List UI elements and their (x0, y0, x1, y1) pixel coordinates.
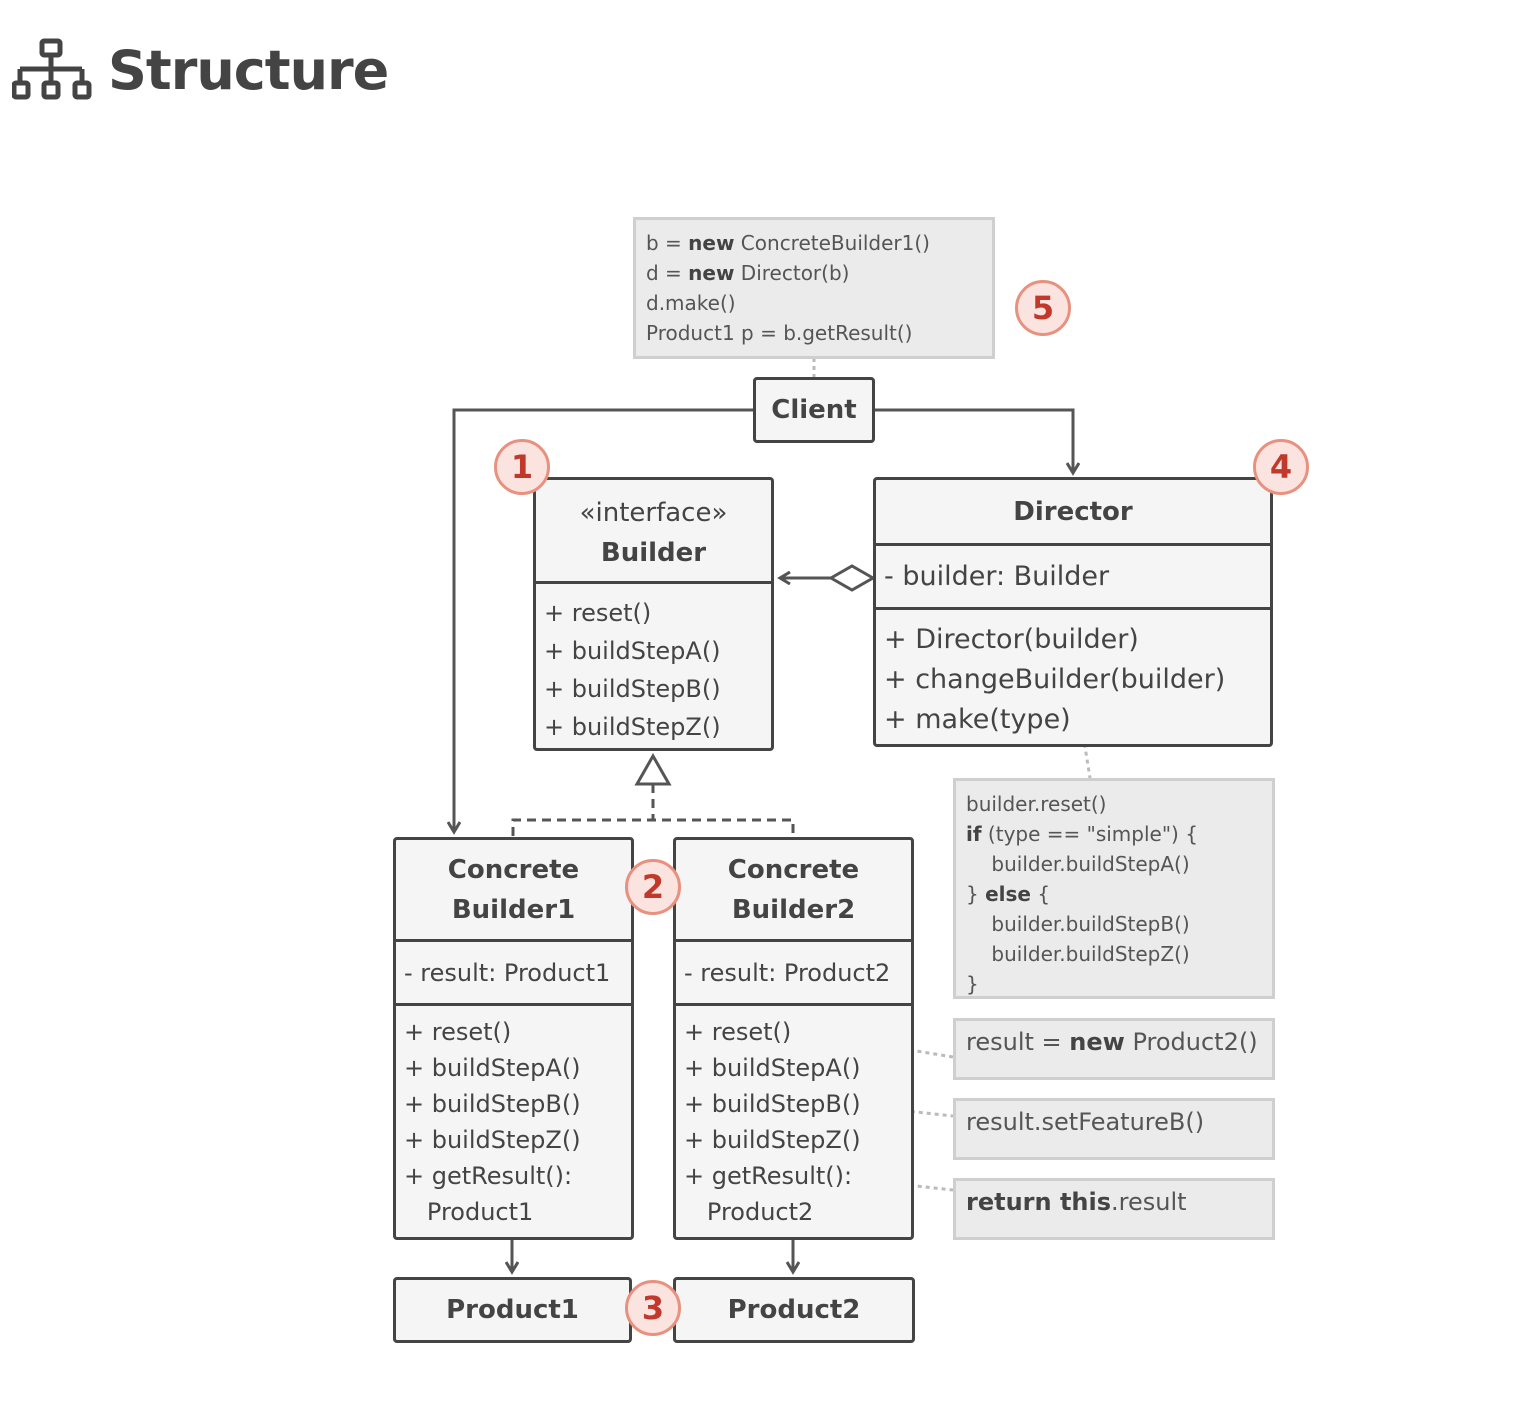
director-method: + make(type) (884, 704, 1071, 735)
builder-method: + buildStepB() (544, 675, 721, 703)
client-to-cb1-arrow (454, 408, 753, 832)
result-code-line: return this.result (966, 1188, 1187, 1216)
make-code-line: } else { (966, 882, 1051, 906)
make-code-line: builder.buildStepB() (966, 912, 1190, 936)
builder-method: + buildStepZ() (544, 713, 721, 741)
badge-2: 2 (625, 859, 681, 915)
cb1-method: + buildStepA() (404, 1054, 581, 1082)
realization-dashed (511, 818, 795, 836)
cb2-name-line2: Builder2 (731, 895, 856, 925)
cb1-method: + buildStepZ() (404, 1126, 581, 1154)
aggregation-diamond (827, 564, 877, 592)
client-code-line: d.make() (646, 291, 736, 315)
make-code-line: builder.reset() (966, 792, 1107, 816)
page-header: Structure (12, 30, 389, 110)
client-code-line: d = new Director(b) (646, 261, 850, 285)
badge-5: 5 (1015, 280, 1071, 336)
cb1-method: Product1 (404, 1198, 534, 1226)
director-name: Director (1013, 497, 1133, 527)
cb2-method: + buildStepB() (684, 1090, 861, 1118)
note-stepb-code: result.setFeatureB() (953, 1098, 1275, 1160)
cb2-method: Product2 (684, 1198, 814, 1226)
cb1-name-line1: Concrete (447, 855, 580, 885)
product1-box: Product1 (393, 1277, 632, 1343)
stepb-code-line: result.setFeatureB() (966, 1108, 1205, 1136)
structure-icon (12, 38, 92, 100)
make-code-line: } (966, 972, 979, 996)
note-reset-code: result = new Product2() (953, 1018, 1275, 1080)
cb1-method: + buildStepB() (404, 1090, 581, 1118)
cb1-method: + getResult(): (404, 1162, 573, 1190)
badge-1: 1 (494, 439, 550, 495)
cb2-method: + reset() (684, 1018, 792, 1046)
client-code-line: b = new ConcreteBuilder1() (646, 231, 930, 255)
builder-stereotype: «interface» (579, 498, 728, 528)
cb1-name-line2: Builder1 (451, 895, 576, 925)
page-title: Structure (108, 38, 389, 102)
cb2-field: - result: Product2 (684, 959, 891, 987)
cb1-method: + reset() (404, 1018, 512, 1046)
cb1-field: - result: Product1 (404, 959, 611, 987)
client-code-line: Product1 p = b.getResult() (646, 321, 913, 345)
client-to-director-arrow (874, 408, 1073, 473)
reset-code-line: result = new Product2() (966, 1028, 1258, 1056)
director-box: Director - builder: Builder + Director(b… (873, 477, 1273, 747)
make-code-line: builder.buildStepZ() (966, 942, 1190, 966)
cb2-method: + buildStepZ() (684, 1126, 861, 1154)
builder-method: + reset() (544, 599, 652, 627)
cb2-name-line1: Concrete (727, 855, 860, 885)
cb2-method: + buildStepA() (684, 1054, 861, 1082)
realization-triangle (634, 752, 672, 786)
make-code-line: if (type == "simple") { (966, 822, 1198, 846)
note-client-code: b = new ConcreteBuilder1() d = new Direct… (633, 217, 995, 359)
director-method: + Director(builder) (884, 624, 1139, 655)
product1-name: Product1 (446, 1295, 579, 1325)
product2-box: Product2 (673, 1277, 915, 1343)
badge-3: 3 (625, 1280, 681, 1336)
builder-interface-box: «interface» Builder + reset() + buildSte… (533, 477, 774, 751)
director-field: - builder: Builder (884, 561, 1110, 592)
note-make-code: builder.reset() if (type == "simple") { b… (953, 778, 1275, 999)
cb2-method: + getResult(): (684, 1162, 853, 1190)
builder-method: + buildStepA() (544, 637, 721, 665)
concrete-builder1-box: Concrete Builder1 - result: Product1 + r… (393, 837, 634, 1240)
note-result-code: return this.result (953, 1178, 1275, 1240)
make-code-line: builder.buildStepA() (966, 852, 1190, 876)
badge-4: 4 (1253, 439, 1309, 495)
client-box: Client (753, 377, 875, 443)
concrete-builder2-box: Concrete Builder2 - result: Product2 + r… (673, 837, 914, 1240)
client-name: Client (771, 395, 857, 425)
product2-name: Product2 (727, 1295, 861, 1325)
director-method: + changeBuilder(builder) (884, 664, 1226, 695)
builder-name: Builder (600, 538, 707, 568)
